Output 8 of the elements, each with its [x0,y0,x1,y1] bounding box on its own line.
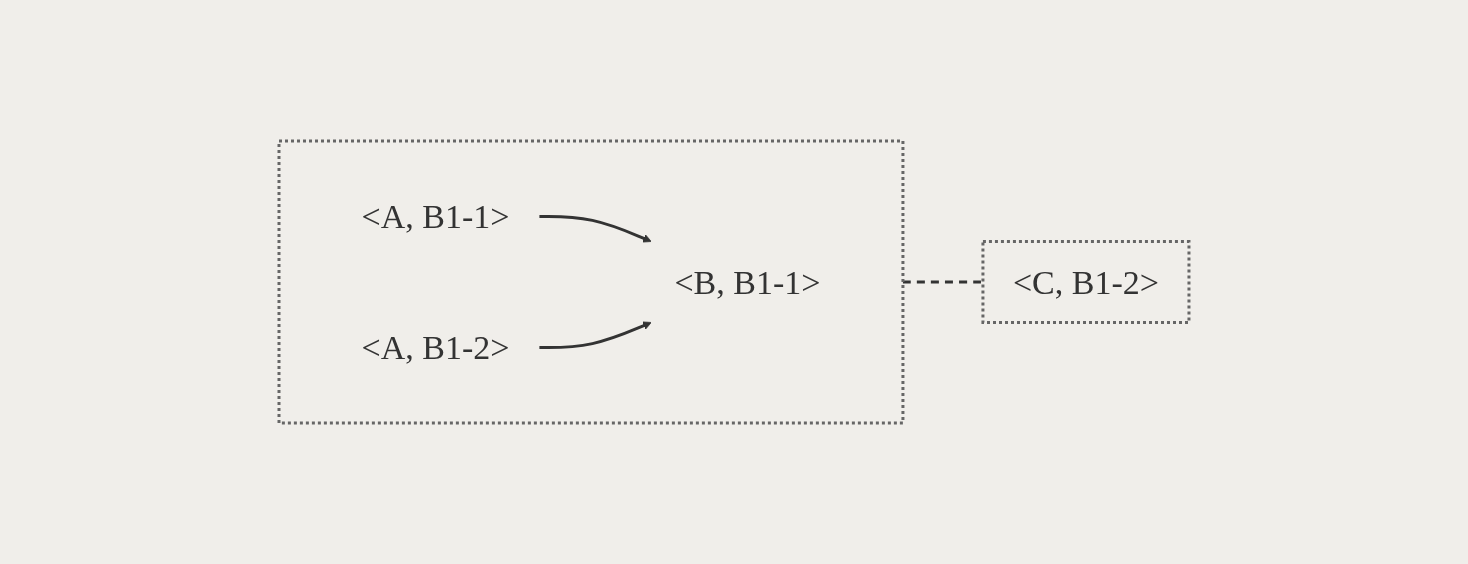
cluster [277,139,905,425]
node-text: <B, B1-1> [674,263,821,301]
node-box: <C, B1-2> [981,240,1191,324]
arrow [539,321,652,349]
arrow [539,215,652,243]
node-text: <A, B1-1> [361,198,510,235]
node-text: <A, B1-2> [361,329,510,366]
connector [902,280,983,284]
